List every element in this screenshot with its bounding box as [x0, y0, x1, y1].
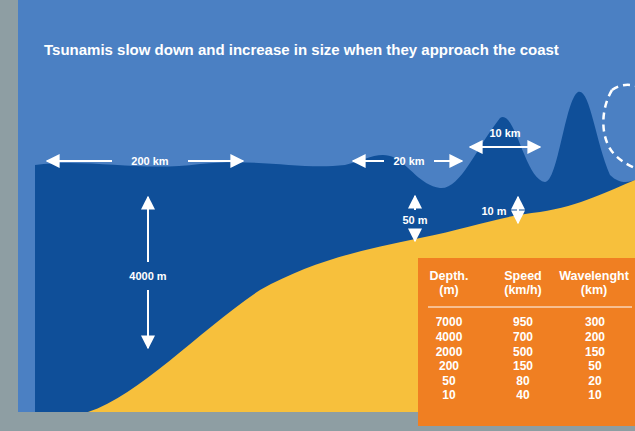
- title: Tsunamis slow down and increase in size …: [44, 42, 559, 59]
- table-rule: [428, 307, 632, 308]
- table-cell: 150: [585, 346, 605, 359]
- dimension-label: 4000 m: [129, 270, 166, 282]
- table-cell: 200: [585, 331, 605, 344]
- dimension-label: 10 m: [481, 205, 506, 217]
- table-cell: 10: [442, 389, 455, 402]
- table-cell: 2000: [436, 346, 463, 359]
- data-table-panel: [418, 258, 635, 426]
- table-cell: 7000: [436, 316, 463, 329]
- dimension-label: 10 km: [489, 127, 520, 139]
- dimension-label: 200 km: [131, 155, 168, 167]
- table-cell: 200: [439, 360, 459, 373]
- dimension-label: 20 km: [393, 155, 424, 167]
- table-cell: 500: [513, 346, 533, 359]
- table-header: Depth. (m): [424, 270, 474, 298]
- dimension-label: 50 m: [402, 214, 427, 226]
- breaking-wave: [612, 85, 635, 90]
- table-cell: 700: [513, 331, 533, 344]
- table-cell: 300: [585, 316, 605, 329]
- table-cell: 950: [513, 316, 533, 329]
- table-cell: 80: [516, 375, 529, 388]
- breaking-wave: [603, 90, 635, 168]
- table-header: Speed (km/h): [495, 270, 551, 298]
- table-cell: 40: [516, 389, 529, 402]
- table-cell: 50: [442, 375, 455, 388]
- table-header: Wavelenght (km): [556, 270, 632, 298]
- table-cell: 10: [588, 389, 601, 402]
- table-cell: 20: [588, 375, 601, 388]
- table-cell: 4000: [436, 331, 463, 344]
- table-cell: 150: [513, 360, 533, 373]
- table-cell: 50: [588, 360, 601, 373]
